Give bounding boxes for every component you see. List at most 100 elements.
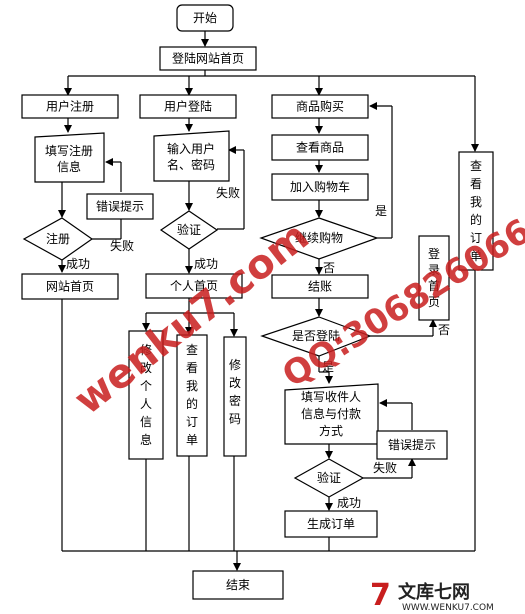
node-label-line: 首 [428,279,440,293]
node-error-hint-2: 错误提示 [376,430,448,460]
svg-text:生成订单: 生成订单 [307,517,355,531]
node-label-line: 个 [140,379,152,393]
node-label-line: 订 [186,415,198,429]
node-label-line: 生成订单 [307,517,355,531]
svg-text:7: 7 [370,578,391,613]
svg-text:验证: 验证 [177,222,201,237]
node-label-line: 商品购买 [296,98,344,113]
node-label-line: 看 [186,361,198,375]
node-label-line: 验证 [317,470,341,485]
node-input-credentials: 输入用户名、密码 [153,130,230,182]
node-label-line: 是否登陆 [292,328,340,343]
node-personal-home: 个人首页 [145,273,243,299]
node-label-line: 注册 [46,231,70,246]
svg-text:用户登陆: 用户登陆 [164,98,212,113]
svg-text:输入用户名、密码: 输入用户名、密码 [167,141,215,172]
node-label-line: 方式 [319,423,343,438]
svg-text:WWW.WENKU7.COM: WWW.WENKU7.COM [402,603,494,613]
edge-label-yes-1: 是 [375,204,387,218]
node-label-line: 输入用户 [167,141,215,156]
node-label-line: 用户注册 [46,98,94,113]
node-continue-shopping: 继续购物 [259,217,379,260]
node-verify-decision-1: 验证 [159,210,219,250]
svg-text:文库七网: 文库七网 [398,581,470,603]
node-view-products: 查看商品 [271,134,369,161]
svg-text:结束: 结束 [226,578,250,592]
node-label-line: 填写注册 [45,143,93,158]
edge-label-success-1: 成功 [66,257,90,271]
svg-text:错误提示: 错误提示 [388,437,436,452]
node-generate-order: 生成订单 [284,510,378,538]
node-label-line: 我 [470,195,482,209]
svg-text:查看商品: 查看商品 [296,139,344,154]
node-label-line: 密 [229,393,241,408]
node-logged-in-decision: 是否登陆 [260,316,372,357]
node-label-line: 查 [470,159,482,173]
svg-text:错误提示: 错误提示 [96,198,144,213]
node-modify-info: 修改个人信息 [128,330,164,460]
node-label-line: 订 [470,231,482,245]
edge-label-no-1: 否 [323,261,335,275]
svg-text:填写收件人信息与付款方式: 填写收件人信息与付款方式 [301,390,361,438]
node-product-purchase: 商品购买 [271,94,369,119]
node-checkout: 结账 [271,274,369,299]
svg-text:个人首页: 个人首页 [170,279,218,293]
edge-label-success-2: 成功 [194,257,218,271]
node-label-line: 录 [428,263,440,277]
node-label-line: 继续购物 [295,230,343,245]
svg-text:登录首页: 登录首页 [428,246,440,309]
node-label-line: 修 [229,357,241,372]
node-fill-recipient: 填写收件人信息与付款方式 [284,383,379,445]
node-login-home-page: 登录首页 [418,235,450,321]
node-label-line: 改 [140,361,152,375]
node-label-line: 查 [186,343,198,357]
edge-label-no-2: 否 [438,323,450,337]
node-label-line: 填写收件人 [301,390,361,404]
node-label-line: 加入购物车 [290,179,350,194]
site-logo: 7 文库七网 WWW.WENKU7.COM [370,578,494,613]
node-label-line: 单 [470,249,482,263]
node-label-line: 名、密码 [167,157,215,172]
node-user-register: 用户注册 [21,94,119,119]
node-label-line: 个人首页 [170,279,218,293]
node-site-home: 网站首页 [21,273,119,300]
svg-text:注册: 注册 [46,231,70,246]
node-fill-register: 填写注册信息 [34,132,105,183]
node-label-line: 码 [229,412,241,426]
svg-text:验证: 验证 [317,470,341,485]
svg-text:是否登陆: 是否登陆 [292,328,340,343]
node-label-line: 验证 [177,222,201,237]
node-label-line: 修 [140,342,152,357]
svg-text:继续购物: 继续购物 [295,230,343,245]
edge-label-success-3: 成功 [337,496,361,510]
svg-text:修改密码: 修改密码 [229,357,241,426]
node-label-line: 单 [186,433,198,447]
node-label-line: 网站首页 [46,279,94,293]
node-label-line: 用户登陆 [164,98,212,113]
svg-text:开始: 开始 [193,11,217,25]
node-label-line: 错误提示 [96,198,144,213]
node-error-hint-1: 错误提示 [86,193,154,220]
node-label-line: 看 [470,177,482,191]
node-label-line: 改 [229,376,241,390]
node-label-line: 登陆网站首页 [172,50,244,65]
svg-text:商品购买: 商品购买 [296,98,344,113]
svg-text:结账: 结账 [308,279,332,293]
node-label-line: 的 [186,396,198,411]
edge-labels: 失败 成功 失败 成功 是 否 否 是 失败 成功 [66,185,450,510]
node-label-line: 结束 [226,578,250,592]
node-start: 开始 [176,4,234,32]
node-view-my-orders-2: 查看我的订单 [458,151,494,271]
svg-text:用户注册: 用户注册 [46,98,94,113]
svg-text:查看我的订单: 查看我的订单 [470,159,482,263]
node-label-line: 信息 [57,159,81,174]
node-label-line: 错误提示 [388,437,436,452]
node-label-line: 的 [470,212,482,227]
svg-text:填写注册信息: 填写注册信息 [45,143,93,174]
node-label-line: 结账 [308,279,332,293]
node-view-my-orders-1: 查看我的订单 [176,334,208,457]
node-login-home: 登陆网站首页 [159,46,257,71]
node-label-line: 登 [428,246,440,261]
svg-text:网站首页: 网站首页 [46,279,94,293]
